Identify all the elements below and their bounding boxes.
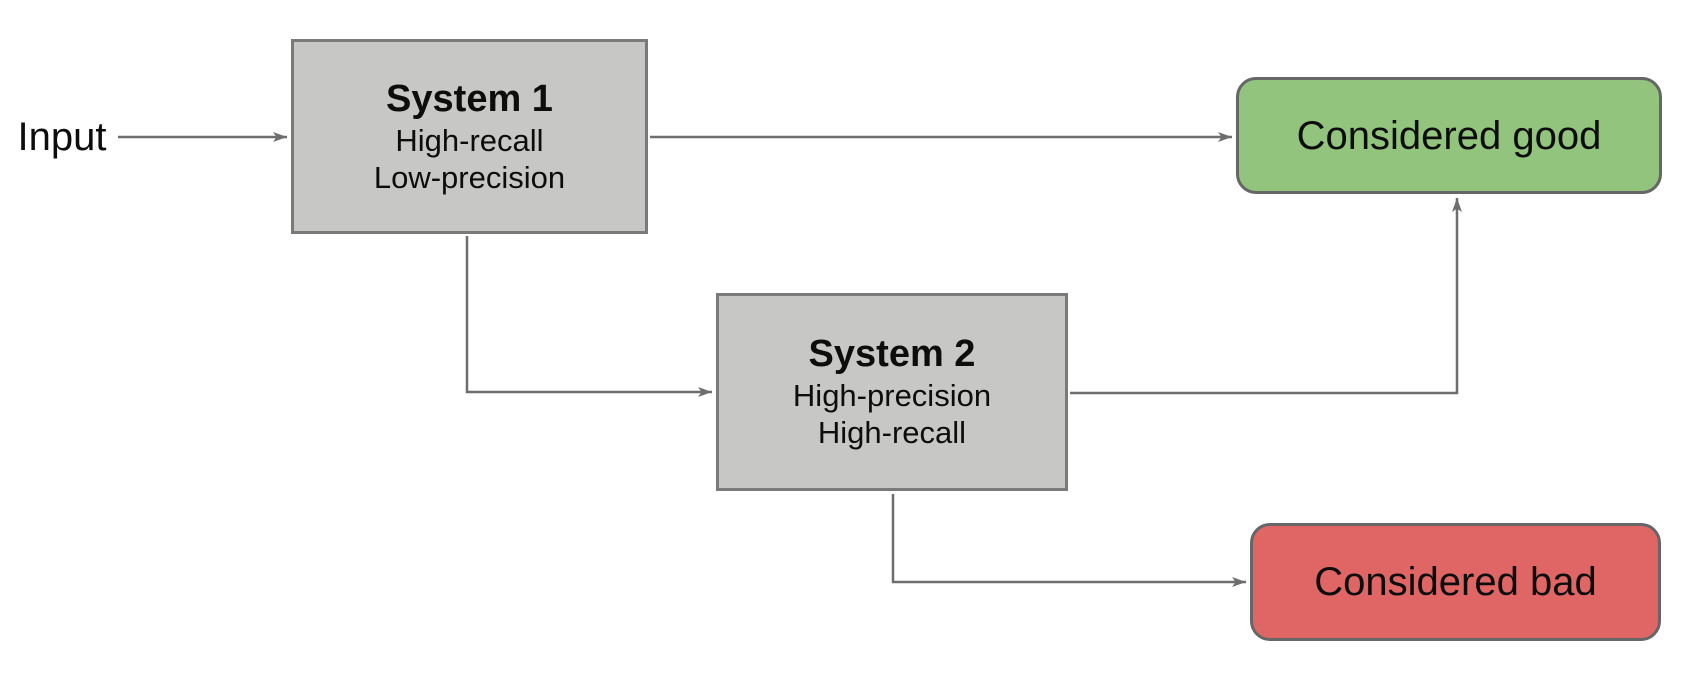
node-considered-good-label: Considered good bbox=[1296, 113, 1602, 158]
node-system1-line-1: High-recall bbox=[395, 122, 544, 158]
node-system1: System 1 High-recall Low-precision bbox=[291, 39, 648, 234]
connector-system2-to-bad bbox=[891, 494, 1246, 587]
node-system2-title: System 2 bbox=[808, 333, 976, 376]
connector-system1-to-system2 bbox=[465, 236, 712, 397]
node-system1-title: System 1 bbox=[386, 77, 553, 120]
node-system2-line-2: High-recall bbox=[817, 415, 967, 451]
node-considered-bad-label: Considered bad bbox=[1314, 560, 1597, 604]
node-system1-line-2: Low-precision bbox=[373, 159, 566, 195]
node-system2: System 2 High-precision High-recall bbox=[716, 293, 1068, 491]
node-considered-good: Considered good bbox=[1236, 77, 1662, 194]
node-considered-bad: Considered bad bbox=[1250, 523, 1661, 641]
node-system2-line-1: High-precision bbox=[792, 378, 992, 414]
connector-system2-to-good bbox=[1070, 198, 1462, 395]
input-label: Input bbox=[17, 115, 107, 159]
